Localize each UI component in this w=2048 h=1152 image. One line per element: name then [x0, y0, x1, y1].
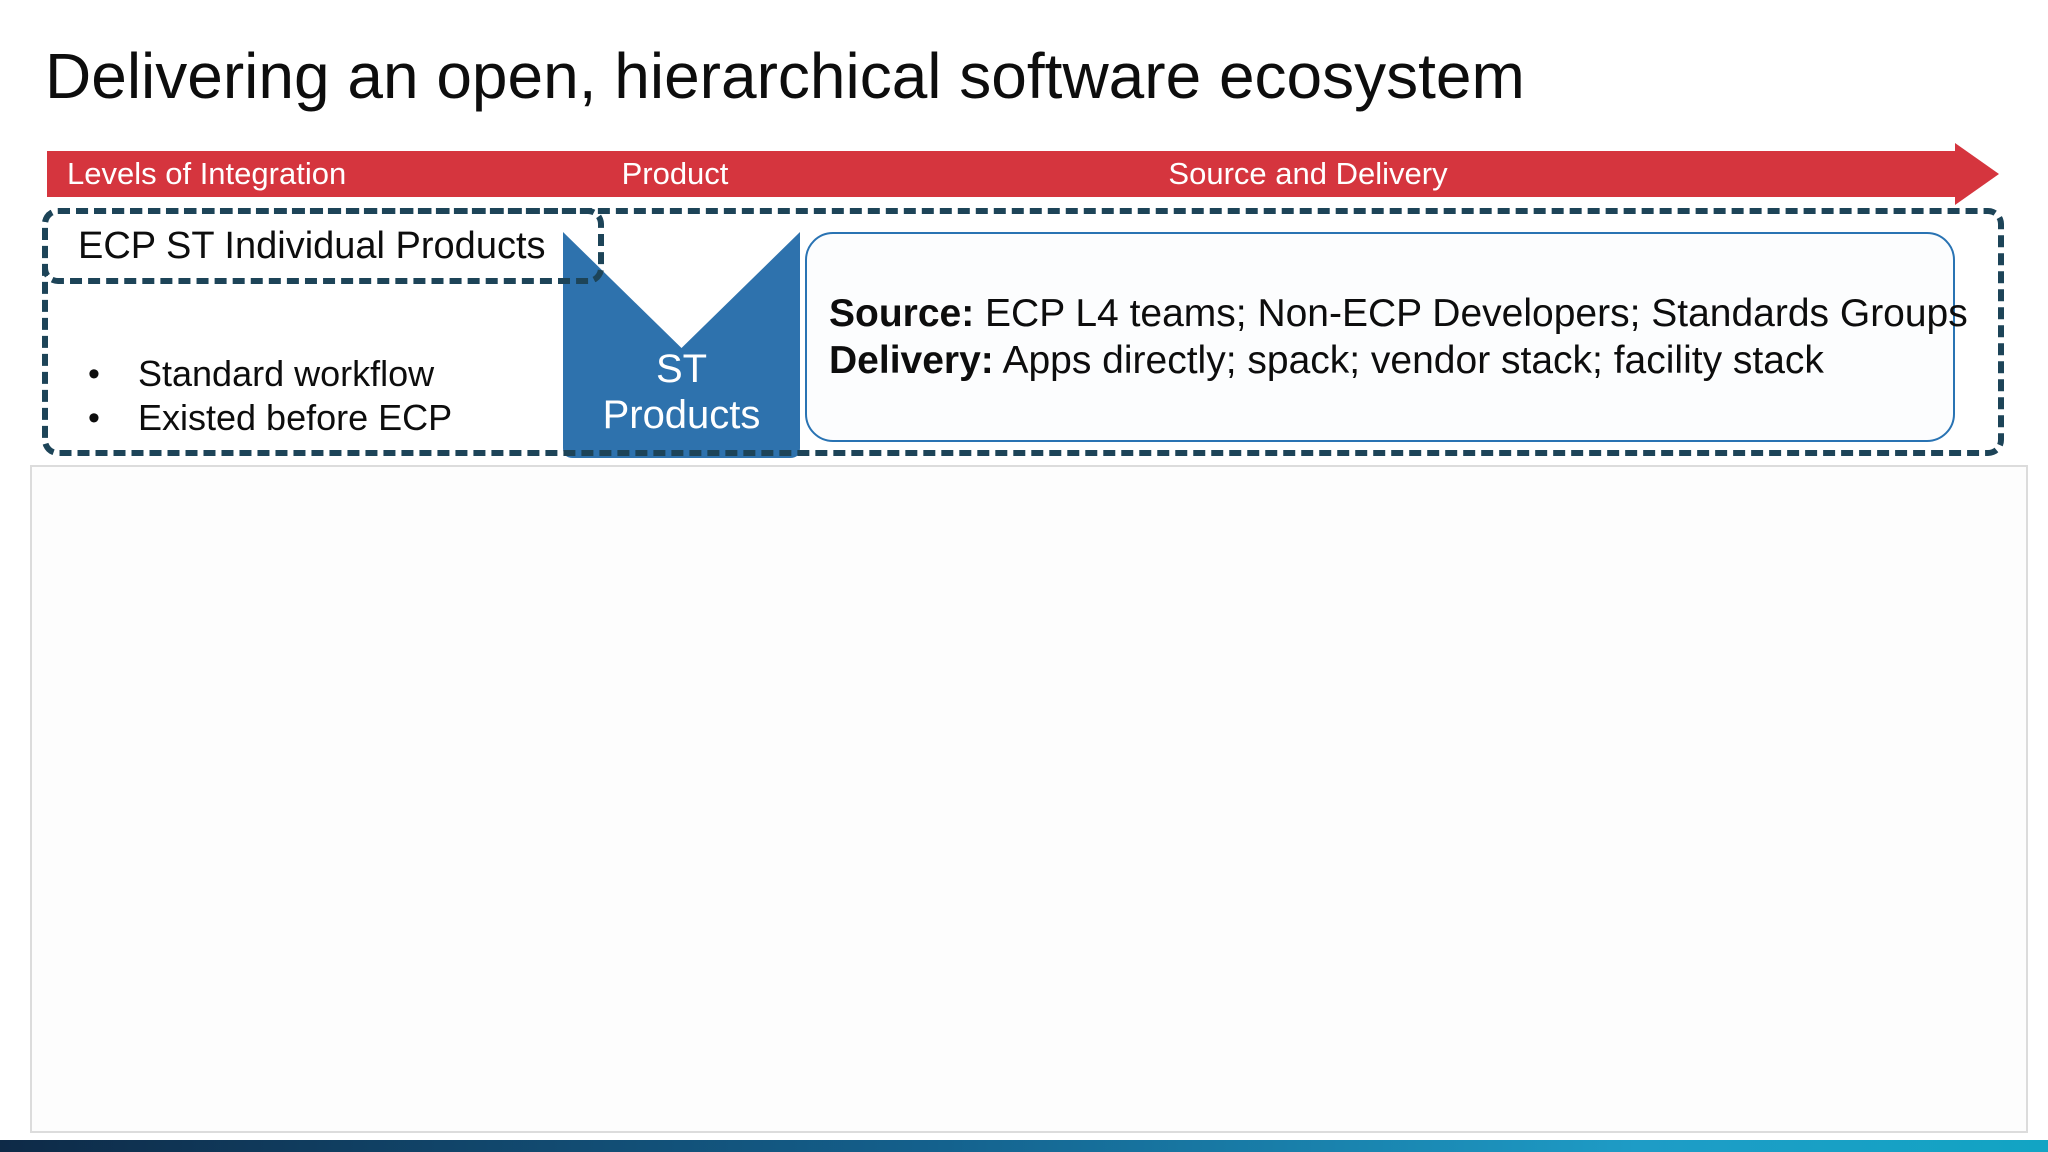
bottom-accent-bar [0, 1140, 2048, 1152]
st-products-chevron-label: ST Products [563, 346, 800, 438]
bullet-text: Standard workflow [138, 353, 435, 394]
delivery-label: Delivery: [829, 339, 994, 382]
chevron-label-line1: ST [655, 347, 708, 391]
delivery-text: Apps directly; spack; vendor stack; faci… [993, 339, 1824, 382]
st-products-row-outline [42, 208, 2004, 456]
source-label: Source: [829, 292, 975, 335]
banner-label-source-and-delivery: Source and Delivery [1168, 156, 1448, 191]
bullet-item: • Existed before ECP [88, 396, 452, 440]
integration-banner: Levels of Integration Product Source and… [47, 151, 1957, 197]
bullet-dot-icon: • [88, 354, 100, 393]
bullet-item: • Standard workflow [88, 352, 452, 396]
st-products-chevron-icon [563, 232, 800, 458]
slide-title: Delivering an open, hierarchical softwar… [45, 40, 1525, 112]
ecp-st-individual-products-box: ECP ST Individual Products [42, 208, 604, 284]
banner-label-levels-of-integration: Levels of Integration [67, 156, 347, 191]
source-delivery-box: Source: ECP L4 teams; Non-ECP Developers… [805, 232, 1968, 442]
source-text: ECP L4 teams; Non-ECP Developers; Standa… [974, 292, 1968, 335]
empty-content-area [30, 465, 2028, 1133]
delivery-line: Delivery: Apps directly; spack; vendor s… [829, 337, 1953, 384]
bullet-text: Existed before ECP [138, 397, 453, 438]
bullet-list: • Standard workflow • Existed before ECP [88, 352, 452, 440]
chevron-label-line2: Products [602, 393, 761, 437]
source-line: Source: ECP L4 teams; Non-ECP Developers… [829, 290, 1968, 337]
banner-label-product: Product [621, 156, 729, 191]
ecp-st-individual-products-label: ECP ST Individual Products [78, 224, 546, 267]
bullet-dot-icon: • [88, 398, 100, 437]
banner-arrowhead-icon [1955, 143, 1999, 205]
